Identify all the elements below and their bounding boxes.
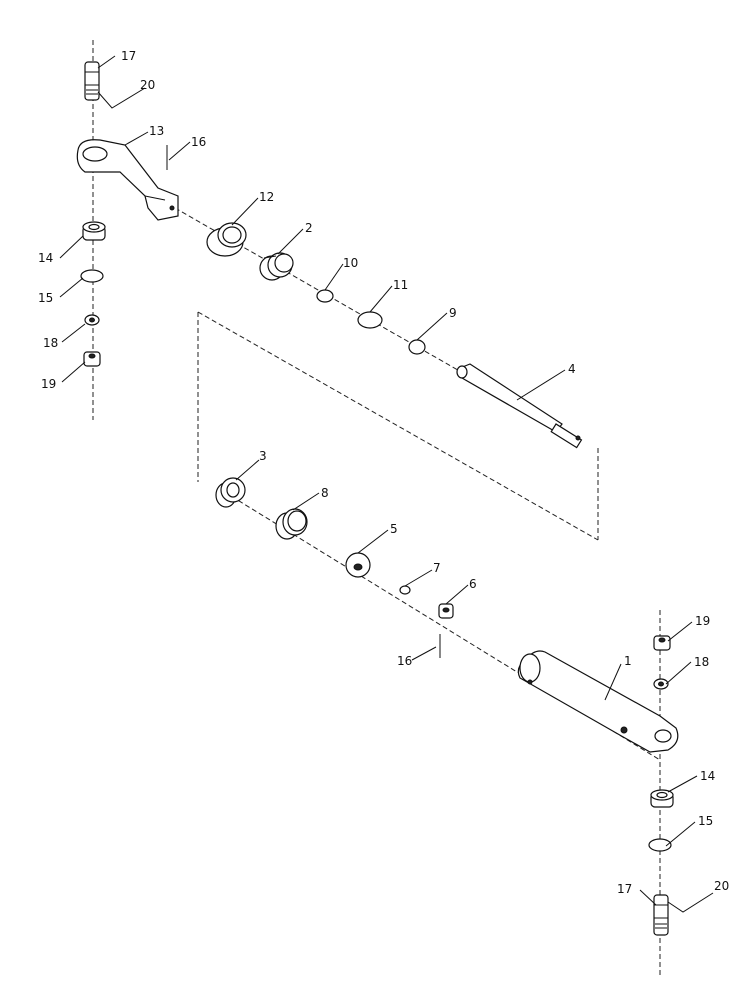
part-8-seal [275, 508, 308, 540]
part-15-ring-bottom [648, 838, 672, 852]
callout-20-bottom: 20 [714, 879, 729, 893]
callout-15-left: 15 [38, 291, 53, 305]
callout-5: 5 [390, 522, 398, 536]
leader-lines [59, 55, 714, 913]
callout-14-right: 14 [700, 769, 715, 783]
callout-16-bottom: 16 [397, 654, 412, 668]
part-14-bearing-top [82, 221, 106, 241]
callout-19-left: 19 [41, 377, 56, 391]
part-19-nut-bottom [653, 635, 671, 651]
part-17-stud-bottom [653, 894, 669, 936]
callout-1: 1 [624, 654, 632, 668]
callout-3: 3 [259, 449, 267, 463]
part-18-washer-top [84, 314, 100, 326]
part-3-gland [215, 477, 246, 508]
callout-10: 10 [343, 256, 358, 270]
callout-11: 11 [393, 278, 408, 292]
part-12-bushing [206, 222, 247, 257]
part-9-ring [408, 339, 426, 355]
callout-16-top: 16 [191, 135, 206, 149]
callout-20-top: 20 [140, 78, 155, 92]
callout-4: 4 [568, 362, 576, 376]
callout-8: 8 [321, 486, 329, 500]
callout-19-right: 19 [695, 614, 710, 628]
part-17-stud-top [84, 61, 100, 101]
part-5-washer [345, 552, 371, 578]
callout-14-left: 14 [38, 251, 53, 265]
callout-15-right: 15 [698, 814, 713, 828]
callout-6: 6 [469, 577, 477, 591]
part-6-nut [438, 603, 454, 619]
callout-labels: 17 20 13 16 12 2 10 11 9 4 14 15 18 19 3… [38, 49, 729, 896]
part-4-rod [456, 363, 583, 449]
part-7-ring [399, 585, 411, 595]
part-15-ring-top [80, 269, 104, 283]
part-14-bearing-bottom [650, 789, 674, 808]
callout-18-left: 18 [43, 336, 58, 350]
part-10-ring [316, 289, 334, 303]
part-19-nut-top [83, 351, 101, 367]
callout-12: 12 [259, 190, 274, 204]
callout-17-bottom: 17 [617, 882, 632, 896]
part-18-washer-bottom [653, 678, 669, 690]
part-2-piston [259, 252, 294, 281]
part-13-arm [76, 139, 179, 221]
callout-17-top: 17 [121, 49, 136, 63]
callout-2: 2 [305, 221, 313, 235]
assembly-centerlines [92, 40, 661, 975]
part-11-o-ring [357, 311, 383, 329]
callout-18-right: 18 [694, 655, 709, 669]
callout-9: 9 [449, 306, 457, 320]
callout-13: 13 [149, 124, 164, 138]
part-1-cylinder [517, 650, 679, 753]
callout-7: 7 [433, 561, 441, 575]
